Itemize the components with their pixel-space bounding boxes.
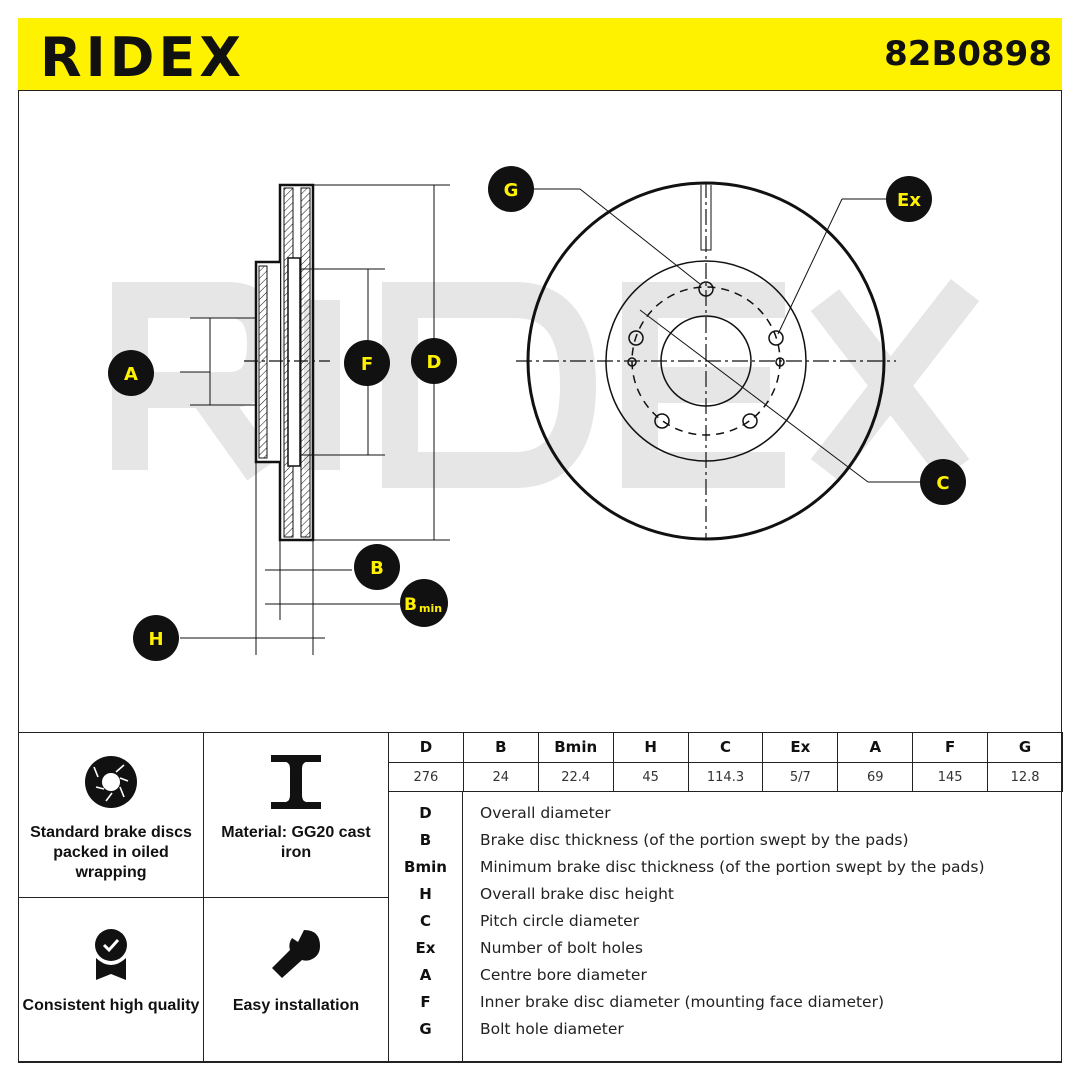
legend-key: Ex	[415, 939, 436, 957]
legend-row: B Brake disc thickness (of the portion sw…	[388, 827, 1062, 854]
label-h: H	[133, 615, 179, 661]
label-ex-text: Ex	[897, 190, 921, 211]
spec-header-b: B	[462, 732, 539, 763]
label-ex: Ex	[886, 176, 932, 222]
brake-disc-icon	[85, 756, 137, 808]
legend-key: H	[419, 885, 432, 903]
legend-row: A Centre bore diameter	[388, 962, 1062, 989]
i-beam-icon	[271, 755, 321, 809]
feature-label: Standard brake discs packed in oiled wra…	[30, 824, 192, 881]
label-f: F	[344, 340, 390, 386]
label-d: D	[411, 338, 457, 384]
legend-text: Pitch circle diameter	[480, 912, 640, 930]
legend-row: G Bolt hole diameter	[388, 1016, 1062, 1043]
spec-header-c: C	[687, 732, 764, 763]
header-bar: RIDEX 82B0898	[18, 18, 1062, 91]
label-g-text: G	[504, 180, 519, 201]
quality-badge-icon	[95, 929, 127, 980]
spec-header-d: D	[388, 732, 464, 763]
spec-value-bmin: 22.4	[537, 762, 614, 792]
legend-text: Bolt hole diameter	[480, 1020, 624, 1038]
front-view	[516, 181, 920, 541]
legend-row: D Overall diameter	[388, 800, 1062, 827]
legend-key: A	[419, 966, 432, 984]
legend-text: Inner brake disc diameter (mounting face…	[480, 993, 885, 1011]
spec-value-h: 45	[612, 762, 689, 792]
legend-text: Overall brake disc height	[480, 885, 674, 903]
spec-header-h: H	[612, 732, 689, 763]
spec-value-f: 145	[912, 762, 989, 792]
spec-header-a: A	[837, 732, 914, 763]
label-bmin-sub: min	[419, 602, 442, 615]
legend-key: F	[420, 993, 431, 1011]
legend-text: Minimum brake disc thickness (of the por…	[480, 858, 985, 876]
legend-text: Overall diameter	[480, 804, 611, 822]
label-g: G	[488, 166, 534, 212]
label-a-text: A	[124, 364, 138, 385]
spec-value-b: 24	[462, 762, 539, 792]
legend-text: Brake disc thickness (of the portion swe…	[480, 831, 909, 849]
legend-key: C	[419, 912, 431, 930]
side-view	[180, 183, 450, 655]
spec-value-a: 69	[837, 762, 914, 792]
label-b-text: B	[370, 558, 384, 579]
legend-text: Centre bore diameter	[480, 966, 647, 984]
legend-row: C Pitch circle diameter	[388, 908, 1062, 935]
legend-text-column	[462, 791, 1062, 1063]
feature-material: Material: GG20 cast iron	[203, 732, 389, 898]
label-c-text: C	[936, 473, 949, 494]
legend-row: Ex Number of bolt holes	[388, 935, 1062, 962]
label-d-text: D	[427, 352, 442, 373]
label-b: B	[354, 544, 400, 590]
spec-value-ex: 5/7	[762, 762, 839, 792]
label-bmin-main: B	[404, 595, 417, 615]
feature-label: Easy installation	[232, 997, 360, 1014]
spec-value-d: 276	[388, 762, 464, 792]
label-h-text: H	[148, 629, 163, 650]
feature-label: Material: GG20 cast iron	[221, 824, 371, 861]
spec-value-c: 114.3	[687, 762, 764, 792]
legend-row: Bmin Minimum brake disc thickness (of the…	[388, 854, 1062, 881]
feature-easy-installation: Easy installation	[203, 897, 389, 1063]
legend-text: Number of bolt holes	[480, 939, 643, 957]
feature-quality: Consistent high quality	[18, 897, 204, 1063]
label-c: C	[920, 459, 966, 505]
spec-header-bmin: Bmin	[537, 732, 614, 763]
legend-row: F Inner brake disc diameter (mounting fac…	[388, 989, 1062, 1016]
spec-header-f: F	[912, 732, 989, 763]
legend-row: H Overall brake disc height	[388, 881, 1062, 908]
legend-key: D	[419, 804, 432, 822]
ridex-logo: RIDEX	[40, 26, 246, 89]
legend-key: G	[419, 1020, 432, 1038]
spec-value-g: 12.8	[987, 762, 1063, 792]
spec-header-ex: Ex	[762, 732, 839, 763]
label-f-text: F	[361, 354, 373, 375]
feature-label: Consistent high quality	[22, 997, 200, 1014]
feature-oiled-wrapping: Standard brake discs packed in oiled wra…	[18, 732, 204, 898]
legend-key: Bmin	[404, 858, 447, 876]
legend-key: B	[419, 831, 432, 849]
label-a: A	[108, 350, 154, 396]
spec-header-g: G	[987, 732, 1063, 763]
wrench-icon	[272, 930, 320, 978]
part-number: 82B0898	[884, 34, 1052, 74]
